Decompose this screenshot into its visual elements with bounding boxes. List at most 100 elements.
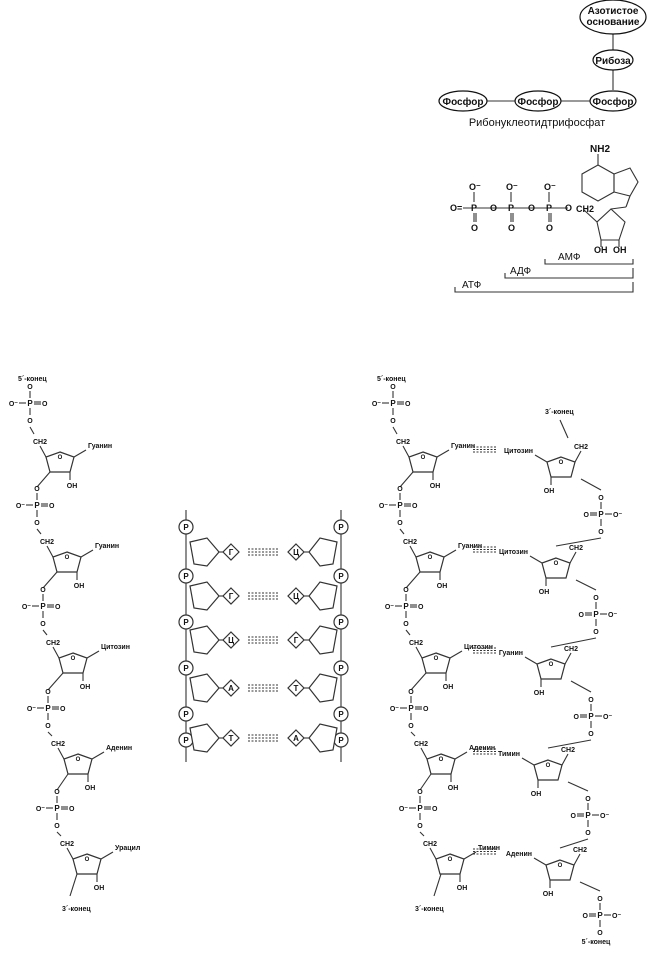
amp-label: АМФ bbox=[558, 252, 581, 263]
bond-line bbox=[415, 646, 423, 659]
oxygen-atom: O bbox=[598, 529, 604, 536]
ladder-base-left bbox=[222, 631, 240, 649]
ladder-base-letter-right: Т bbox=[294, 684, 299, 693]
phosphate-double-oxygen: O bbox=[55, 604, 61, 611]
phosphate-p-left: P bbox=[183, 664, 189, 673]
oxygen-atom: O bbox=[408, 689, 414, 696]
dna-right-5-prime-end: 5´-конец bbox=[582, 939, 611, 946]
ladder-sugar-right bbox=[308, 625, 338, 655]
backbone-bond bbox=[575, 579, 597, 591]
oxygen-atom: O bbox=[40, 587, 46, 594]
ch2-group: CH2 bbox=[60, 841, 74, 848]
ring-oxygen: O bbox=[549, 662, 554, 668]
bond-line bbox=[524, 656, 538, 665]
atp-o-low-3: O bbox=[546, 223, 553, 233]
oxygen-atom: O bbox=[597, 896, 603, 903]
hydroxyl-group: OH bbox=[544, 488, 555, 495]
backbone-bond bbox=[555, 537, 602, 547]
phosphorus-atom: P bbox=[585, 811, 591, 820]
phosphate-p-right: P bbox=[338, 664, 344, 673]
ladder-sugar-left bbox=[189, 673, 220, 703]
hydroxyl-group: OH bbox=[74, 583, 85, 590]
oxygen-atom: O bbox=[597, 930, 603, 937]
bond-line bbox=[443, 549, 457, 558]
dna-right-base-label: Аденин bbox=[506, 851, 532, 858]
oxygen-atom: O bbox=[45, 689, 51, 696]
backbone-bond bbox=[36, 528, 42, 535]
atp-p-2: P bbox=[508, 203, 514, 213]
hydroxyl-group: OH bbox=[437, 583, 448, 590]
ladder-base-right bbox=[287, 631, 305, 649]
oxygen-atom: O bbox=[45, 723, 51, 730]
ring-oxygen: O bbox=[65, 555, 70, 561]
ladder-base-left bbox=[222, 729, 240, 747]
hydroxyl-group: OH bbox=[457, 885, 468, 892]
oxygen-atom: O bbox=[54, 789, 60, 796]
ribonucleotide-triphosphate-scheme: Азотистое основание Рибоза Фосфор Фосфор… bbox=[438, 0, 647, 129]
bond-line bbox=[529, 555, 543, 564]
backbone-bond bbox=[42, 571, 58, 589]
phosphorus-atom: P bbox=[593, 610, 599, 619]
backbone-bond bbox=[410, 731, 416, 737]
phosphorus-atom: P bbox=[403, 602, 409, 611]
phosphate-negative-oxygen: O⁻ bbox=[600, 813, 609, 820]
phosphate-circle-right bbox=[333, 568, 349, 584]
oxygen-atom: O bbox=[403, 587, 409, 594]
ring-oxygen: O bbox=[448, 857, 453, 863]
bond-line bbox=[66, 847, 74, 860]
backbone-bond bbox=[547, 739, 592, 749]
dna-left-base-label: Гуанин bbox=[451, 443, 475, 450]
phosphate-double-oxygen: O bbox=[69, 806, 75, 813]
bond-line bbox=[454, 751, 468, 760]
ladder-sugar-left bbox=[189, 581, 220, 611]
ladder-sugar-right bbox=[308, 537, 338, 567]
ch2-group: CH2 bbox=[564, 646, 578, 653]
ring-oxygen: O bbox=[546, 763, 551, 769]
phosphor-node-2 bbox=[514, 90, 562, 112]
phosphate-negative-oxygen: O⁻ bbox=[379, 503, 388, 510]
backbone-bond bbox=[579, 881, 601, 892]
oxygen-atom: O bbox=[593, 595, 599, 602]
ch2-group: CH2 bbox=[574, 444, 588, 451]
adp-label: АДФ bbox=[510, 266, 532, 277]
phosphor-label-3: Фосфор bbox=[593, 96, 634, 108]
ring-oxygen: O bbox=[58, 455, 63, 461]
phosphorus-atom: P bbox=[27, 399, 33, 408]
hydroxyl-group: OH bbox=[531, 791, 542, 798]
dna-right-base-label: Цитозин bbox=[504, 448, 533, 455]
ch2-group: CH2 bbox=[33, 439, 47, 446]
phosphate-p-left: P bbox=[183, 710, 189, 719]
backbone-bond bbox=[559, 419, 569, 439]
ribose-ring bbox=[415, 551, 445, 573]
ring-oxygen: O bbox=[421, 455, 426, 461]
phosphate-circle-left bbox=[178, 519, 194, 535]
oxygen-atom: O bbox=[408, 723, 414, 730]
oxygen-atom: O bbox=[390, 418, 396, 425]
ladder-base-right bbox=[287, 729, 305, 747]
phosphate-double-oxygen: O bbox=[405, 401, 411, 408]
bond-line bbox=[409, 545, 417, 558]
ribose-ring bbox=[426, 753, 456, 775]
backbone-bond bbox=[433, 873, 442, 897]
ladder-base-left bbox=[222, 543, 240, 561]
bond-line bbox=[52, 646, 60, 659]
atp-o-low-1: O bbox=[471, 223, 478, 233]
oxygen-atom: O bbox=[598, 495, 604, 502]
nitrogenous-base-node bbox=[579, 0, 647, 35]
atp-p-1: P bbox=[471, 203, 477, 213]
oxygen-atom: O bbox=[585, 796, 591, 803]
atp-label: АТФ bbox=[462, 280, 482, 291]
dna-left-base-label: Гуанин bbox=[458, 543, 482, 550]
atp-nh2: NH2 bbox=[590, 144, 610, 155]
dna-right-base-label: Гуанин bbox=[499, 650, 523, 657]
oxygen-atom: O bbox=[34, 486, 40, 493]
ch2-group: CH2 bbox=[403, 539, 417, 546]
phosphate-p-left: P bbox=[183, 523, 189, 532]
phosphate-double-oxygen: O bbox=[574, 714, 580, 721]
oxygen-atom: O bbox=[588, 697, 594, 704]
phosphor-label-2: Фосфор bbox=[518, 96, 559, 108]
ladder-sugar-right bbox=[308, 673, 338, 703]
phosphate-circle-right bbox=[333, 519, 349, 535]
bond-line bbox=[39, 445, 47, 458]
